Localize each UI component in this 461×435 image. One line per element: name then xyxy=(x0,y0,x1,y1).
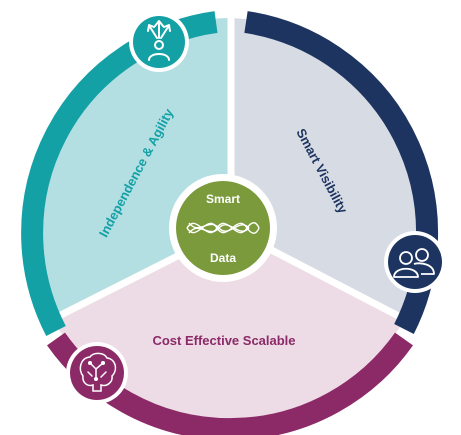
branching-arrows-person-icon xyxy=(129,12,189,72)
center-label-top: Smart xyxy=(206,192,240,206)
center-label-bottom: Data xyxy=(210,251,236,265)
smart-data-center: Smart Data xyxy=(169,174,277,282)
waves-icon xyxy=(186,222,260,234)
cost-effective-scalable-label: Cost Effective Scalable xyxy=(152,333,295,348)
people-group-icon xyxy=(384,231,446,293)
brain-circuit-icon xyxy=(66,342,128,404)
